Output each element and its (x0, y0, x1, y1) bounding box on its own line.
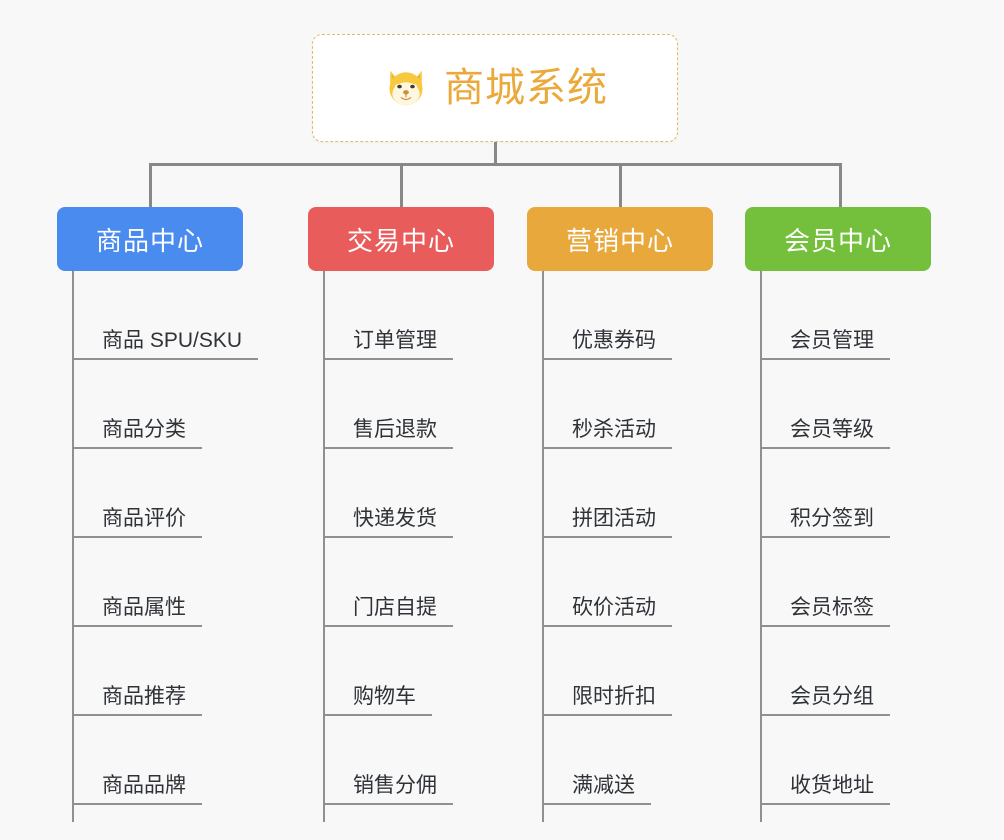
list-item[interactable]: 会员等级 (760, 360, 890, 449)
shiba-dog-face-icon (382, 65, 430, 111)
root-title: 商城系统 (444, 66, 608, 110)
category-box-3[interactable]: 营销中心 (527, 207, 713, 271)
leaf-spine (542, 271, 544, 822)
list-item[interactable]: 订单管理 (323, 271, 453, 360)
category-box-1[interactable]: 商品中心 (57, 207, 243, 271)
leaf-label: 优惠券码 (542, 330, 672, 360)
list-item[interactable]: 购物车 (323, 627, 432, 716)
list-item[interactable]: 积分签到 (760, 449, 890, 538)
root-node[interactable]: 商城系统 (312, 34, 678, 142)
list-item[interactable]: 商品属性 (72, 538, 202, 627)
list-item[interactable]: 售后退款 (323, 360, 453, 449)
leaf-column-1: 商品 SPU/SKU 商品分类 商品评价 商品属性 商品推荐 商品品牌 (57, 271, 287, 831)
connector-drop-column-3 (619, 163, 622, 208)
connector-drop-column-2 (400, 163, 403, 208)
leaf-label: 商品推荐 (72, 686, 202, 716)
list-item[interactable]: 快递发货 (323, 449, 453, 538)
leaf-label: 收货地址 (760, 775, 890, 805)
connector-drop-column-1 (149, 163, 152, 208)
leaf-spine (72, 271, 74, 822)
leaf-label: 销售分佣 (323, 775, 453, 805)
leaf-label: 限时折扣 (542, 686, 672, 716)
list-item[interactable]: 优惠券码 (542, 271, 672, 360)
leaf-column-4: 会员管理 会员等级 积分签到 会员标签 会员分组 收货地址 (745, 271, 975, 831)
list-item[interactable]: 拼团活动 (542, 449, 672, 538)
leaf-spine (323, 271, 325, 822)
list-item[interactable]: 会员标签 (760, 538, 890, 627)
leaf-label: 砍价活动 (542, 597, 672, 627)
list-item[interactable]: 收货地址 (760, 716, 890, 805)
leaf-label: 会员等级 (760, 419, 890, 449)
leaf-column-2: 订单管理 售后退款 快递发货 门店自提 购物车 销售分佣 (308, 271, 538, 831)
list-item[interactable]: 商品评价 (72, 449, 202, 538)
leaf-label: 商品 SPU/SKU (72, 330, 259, 360)
leaf-label: 拼团活动 (542, 508, 672, 538)
category-box-4[interactable]: 会员中心 (745, 207, 931, 271)
leaf-label: 商品分类 (72, 419, 202, 449)
list-item[interactable]: 砍价活动 (542, 538, 672, 627)
leaf-label: 购物车 (323, 686, 432, 716)
leaf-label: 满减送 (542, 775, 651, 805)
list-item[interactable]: 会员管理 (760, 271, 890, 360)
list-item[interactable]: 会员分组 (760, 627, 890, 716)
leaf-label: 会员管理 (760, 330, 890, 360)
leaf-label: 售后退款 (323, 419, 453, 449)
leaf-label: 商品属性 (72, 597, 202, 627)
leaf-label: 快递发货 (323, 508, 453, 538)
leaf-label: 会员分组 (760, 686, 890, 716)
leaf-spine (760, 271, 762, 822)
leaf-label: 商品评价 (72, 508, 202, 538)
list-item[interactable]: 秒杀活动 (542, 360, 672, 449)
leaf-label: 订单管理 (323, 330, 453, 360)
list-item[interactable]: 门店自提 (323, 538, 453, 627)
leaf-label: 积分签到 (760, 508, 890, 538)
connector-horizontal-bus (149, 163, 842, 166)
list-item[interactable]: 商品分类 (72, 360, 202, 449)
list-item[interactable]: 商品推荐 (72, 627, 202, 716)
list-item[interactable]: 商品品牌 (72, 716, 202, 805)
list-item[interactable]: 商品 SPU/SKU (72, 271, 259, 360)
leaf-label: 秒杀活动 (542, 419, 672, 449)
leaf-label: 门店自提 (323, 597, 453, 627)
connector-drop-column-4 (839, 163, 842, 208)
leaf-column-3: 优惠券码 秒杀活动 拼团活动 砍价活动 限时折扣 满减送 (527, 271, 757, 831)
leaf-label: 会员标签 (760, 597, 890, 627)
category-box-2[interactable]: 交易中心 (308, 207, 494, 271)
connector-root-stem (494, 142, 497, 165)
list-item[interactable]: 销售分佣 (323, 716, 453, 805)
list-item[interactable]: 满减送 (542, 716, 651, 805)
leaf-label: 商品品牌 (72, 775, 202, 805)
list-item[interactable]: 限时折扣 (542, 627, 672, 716)
